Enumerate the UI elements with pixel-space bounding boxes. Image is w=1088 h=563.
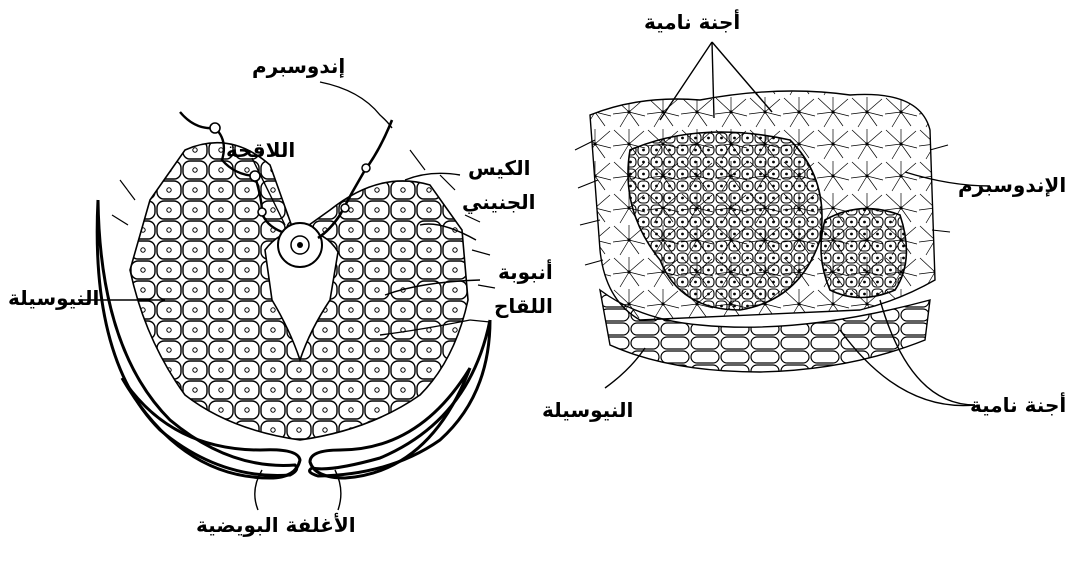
label-endosperm-left: إندوسبرم <box>252 56 345 76</box>
zygote-cell <box>278 223 322 267</box>
label-developing-embryos-top: أجنة نامية <box>644 12 740 32</box>
label-nucellus-right: النيوسيلة <box>542 400 633 420</box>
label-integuments: الأغلفة البويضية <box>196 515 356 535</box>
label-pollen-tube-line2: اللقاح <box>494 296 553 316</box>
label-nucellus-left: النيوسيلة <box>8 288 99 308</box>
label-developing-embryos-bottom: أجنة نامية <box>970 395 1066 415</box>
label-embryo-sac-line2: الجنيني <box>462 192 536 212</box>
label-pollen-tube-line1: أنبوبة <box>498 262 553 282</box>
developing-embryo-mass-small <box>821 209 906 298</box>
label-zygote: اللاقحة <box>226 140 295 160</box>
label-endosperm-right: الإندوسبرم <box>958 175 1066 195</box>
label-embryo-sac-line1: الكيس <box>468 158 530 178</box>
right-seed-section <box>575 42 990 406</box>
